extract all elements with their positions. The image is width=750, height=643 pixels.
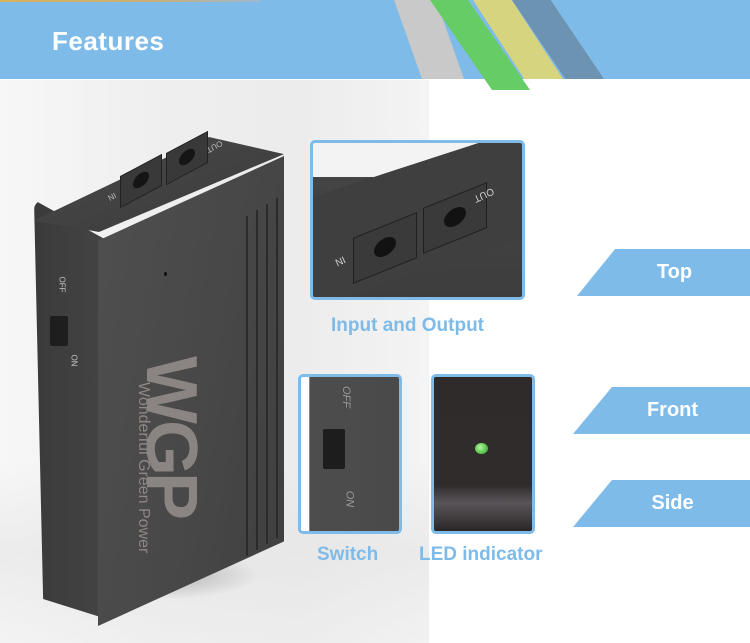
caption-input-output: Input and Output: [331, 315, 485, 336]
page-title: Features: [52, 26, 165, 56]
out-port-hole: [179, 145, 195, 169]
front-groove: [246, 216, 248, 556]
device-side-face: [34, 200, 110, 620]
led-green-icon: [475, 443, 488, 454]
front-groove: [266, 204, 268, 544]
view-tag-label: Side: [651, 492, 694, 514]
features-banner: Features: [0, 0, 750, 90]
switch-off-label: OFF: [57, 276, 67, 293]
device-front-face: [98, 156, 284, 626]
switch-knob: [323, 429, 345, 469]
view-tag-front: Front: [573, 387, 750, 434]
view-tag-label: Top: [656, 261, 693, 283]
led-pinhole: [164, 272, 167, 276]
in-port-hole: [133, 168, 149, 192]
brand-tagline: Wonderful Green Power: [135, 382, 152, 554]
view-tag-side: Side: [573, 480, 750, 527]
product-image-main: IN OUT OFF ON WGP Wonderful Green Power: [20, 120, 300, 626]
switch-off-label: OFF: [340, 386, 352, 408]
io-top-face: [313, 143, 522, 297]
view-tag-label: Front: [646, 399, 699, 421]
in-port-hole: [374, 233, 396, 261]
banner-top-accent-line: [0, 0, 260, 2]
front-groove: [256, 210, 258, 550]
front-groove: [276, 198, 278, 538]
caption-switch: Switch: [317, 544, 379, 565]
detail-image-led: [431, 374, 535, 534]
power-switch: [50, 316, 68, 346]
view-tag-top: Top: [577, 249, 750, 296]
switch-on-label: ON: [69, 354, 79, 367]
caption-led-indicator: LED indicator: [419, 544, 543, 565]
detail-image-input-output: IN OUT: [310, 140, 525, 300]
out-port-hole: [444, 203, 466, 231]
switch-on-label: ON: [343, 490, 356, 508]
detail-image-switch: OFF ON: [298, 374, 402, 534]
